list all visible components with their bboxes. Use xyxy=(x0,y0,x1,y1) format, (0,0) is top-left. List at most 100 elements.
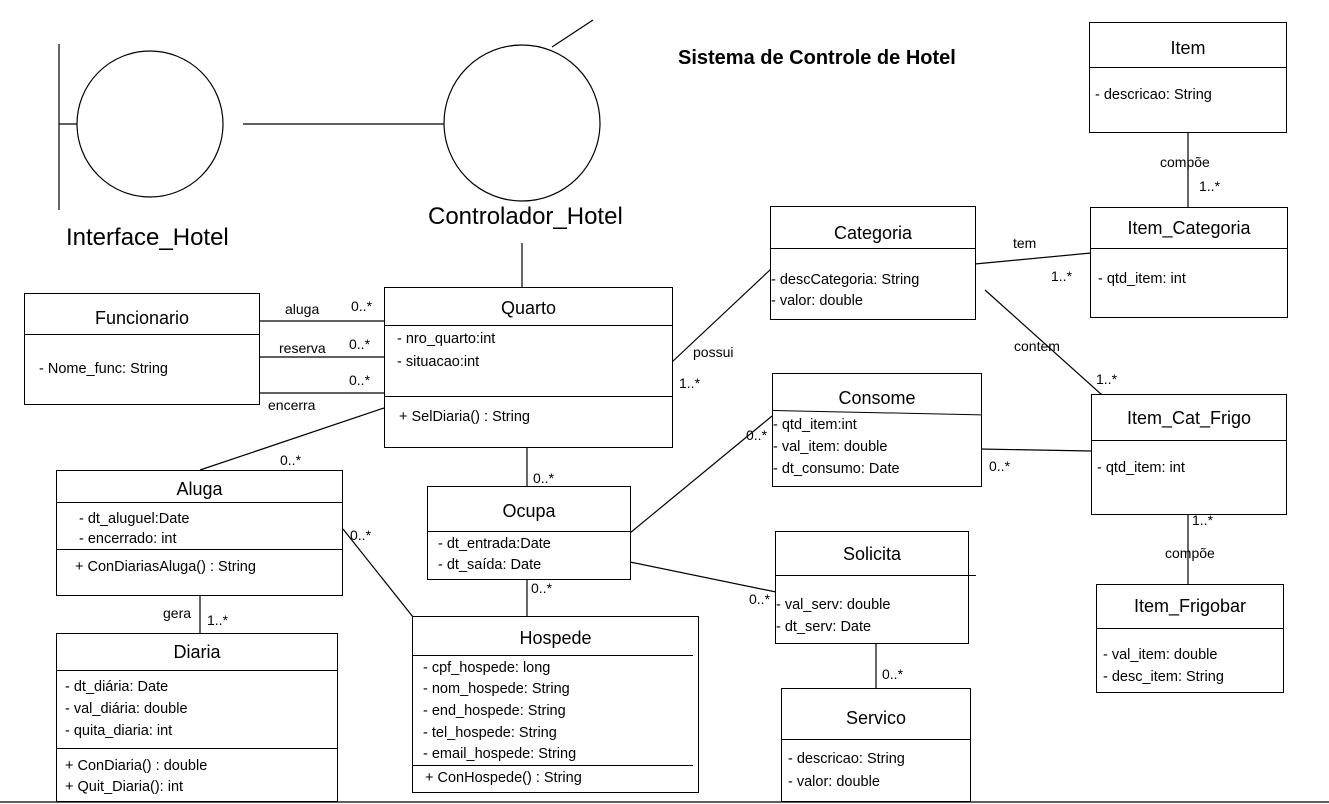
assoc-label-aluga: aluga xyxy=(285,301,320,317)
class-divider xyxy=(1090,67,1286,68)
attribute: - val_item: double xyxy=(1103,647,1218,663)
class-divider xyxy=(57,549,342,550)
class-divider xyxy=(771,248,975,249)
class-divider xyxy=(782,739,970,740)
attribute: - dt_aluguel:Date xyxy=(79,511,190,527)
line-contem xyxy=(984,289,1103,396)
line-aluga-hospede xyxy=(342,528,414,618)
class-item[interactable]: Item - descricao: String xyxy=(1089,22,1287,133)
class-name: Quarto xyxy=(500,298,557,318)
class-divider xyxy=(385,325,672,326)
class-name: Funcionario xyxy=(94,308,190,328)
class-name: Categoria xyxy=(833,223,913,243)
class-divider xyxy=(57,748,337,749)
class-name: Item_Categoria xyxy=(1127,218,1251,238)
class-diaria[interactable]: Diaria - dt_diária: Date - val_diária: d… xyxy=(56,633,338,802)
class-divider xyxy=(1097,628,1283,629)
attribute: - valor: double xyxy=(788,774,880,790)
assoc-label-encerra: encerra xyxy=(268,397,316,413)
multiplicity: 0..* xyxy=(533,470,555,486)
attribute: - qtd_item:int xyxy=(773,417,857,433)
class-name: Diaria xyxy=(173,642,221,662)
attribute: - qtd_item: int xyxy=(1098,271,1186,287)
multiplicity: 1..* xyxy=(1051,268,1073,284)
attribute: - qtd_item: int xyxy=(1097,460,1185,476)
class-quarto[interactable]: Quarto - nro_quarto:int - situacao:int +… xyxy=(384,287,673,448)
class-name: Aluga xyxy=(176,479,223,499)
attribute: - descricao: String xyxy=(788,751,905,767)
attribute: - val_serv: double xyxy=(776,597,891,613)
class-item-cat-frigo[interactable]: Item_Cat_Frigo - qtd_item: int xyxy=(1091,394,1287,515)
class-name: Item xyxy=(1170,38,1206,58)
line-tem xyxy=(974,252,1092,265)
attribute: - descCategoria: String xyxy=(771,272,920,288)
class-divider xyxy=(57,670,337,671)
class-divider xyxy=(57,502,342,503)
multiplicity: 0..* xyxy=(349,372,371,388)
attribute: - dt_serv: Date xyxy=(776,619,872,635)
class-divider xyxy=(1091,248,1287,249)
attribute: - dt_diária: Date xyxy=(65,679,169,695)
class-item-categoria[interactable]: Item_Categoria - qtd_item: int xyxy=(1090,207,1288,318)
multiplicity: 0..* xyxy=(349,336,371,352)
class-solicita[interactable]: Solicita - val_serv: double - dt_serv: D… xyxy=(775,531,976,644)
class-divider xyxy=(428,531,630,532)
attribute: - encerrado: int xyxy=(79,531,177,547)
class-divider xyxy=(772,410,981,416)
diagram-title: Sistema de Controle de Hotel xyxy=(678,47,956,69)
line-possui xyxy=(671,268,772,363)
boundary-label: Interface_Hotel xyxy=(66,224,229,251)
class-consome[interactable]: Consome - qtd_item:int - val_item: doubl… xyxy=(772,373,982,487)
controller-arrow xyxy=(551,19,594,48)
assoc-label-tem: tem xyxy=(1013,235,1037,251)
attribute: - cpf_hospede: long xyxy=(423,660,551,676)
class-hospede[interactable]: Hospede - cpf_hospede: long - nom_hosped… xyxy=(412,616,699,793)
class-divider xyxy=(776,575,976,576)
attribute: - desc_item: String xyxy=(1103,669,1224,685)
multiplicity: 1..* xyxy=(1192,512,1214,528)
class-item-frigobar[interactable]: Item_Frigobar - val_item: double - desc_… xyxy=(1096,584,1284,693)
multiplicity: 0..* xyxy=(351,298,373,314)
attribute: - end_hospede: String xyxy=(423,703,566,719)
method: + ConDiaria() : double xyxy=(65,758,208,774)
multiplicity: 0..* xyxy=(989,458,1011,474)
assoc-label-contem: contem xyxy=(1014,338,1060,354)
controller-label: Controlador_Hotel xyxy=(428,203,623,230)
method: + SelDiaria() : String xyxy=(399,409,530,425)
multiplicity: 1..* xyxy=(207,612,229,628)
attribute: - email_hospede: String xyxy=(423,746,577,762)
line-ocupa-solicita xyxy=(629,561,777,593)
attribute: - Nome_func: String xyxy=(39,361,168,377)
multiplicity: 0..* xyxy=(531,580,553,596)
class-divider xyxy=(413,765,693,766)
attribute: - dt_consumo: Date xyxy=(773,461,900,477)
class-divider xyxy=(385,396,672,397)
method: + ConHospede() : String xyxy=(425,770,582,786)
class-categoria[interactable]: Categoria - descCategoria: String - valo… xyxy=(770,206,976,320)
class-divider xyxy=(1092,440,1286,441)
attribute: - quita_diaria: int xyxy=(65,723,173,739)
attribute: - descricao: String xyxy=(1095,87,1212,103)
assoc-label-compoe-bottom: compõe xyxy=(1165,545,1215,561)
line-consome-frigo xyxy=(978,448,1092,452)
method: + ConDiariasAluga() : String xyxy=(75,559,256,575)
class-servico[interactable]: Servico - descricao: String - valor: dou… xyxy=(781,688,971,802)
multiplicity: 1..* xyxy=(679,375,701,391)
attribute: - situacao:int xyxy=(397,354,480,370)
assoc-label-reserva: reserva xyxy=(279,340,326,356)
multiplicity: 0..* xyxy=(350,527,372,543)
multiplicity: 1..* xyxy=(1199,178,1221,194)
class-name: Consome xyxy=(838,388,916,408)
line-consome-ocupa xyxy=(629,415,773,534)
method: + Quit_Diaria(): int xyxy=(65,779,184,795)
attribute: - dt_saída: Date xyxy=(438,557,542,573)
class-ocupa[interactable]: Ocupa - dt_entrada:Date - dt_saída: Date xyxy=(427,486,631,580)
class-name: Item_Cat_Frigo xyxy=(1126,408,1252,428)
class-funcionario[interactable]: Funcionario - Nome_func: String xyxy=(24,293,260,405)
attribute: - dt_entrada:Date xyxy=(438,536,551,552)
class-aluga[interactable]: Aluga - dt_aluguel:Date - encerrado: int… xyxy=(56,470,343,596)
attribute: - val_diária: double xyxy=(65,701,188,717)
class-name: Hospede xyxy=(519,628,592,648)
attribute: - val_item: double xyxy=(773,439,888,455)
